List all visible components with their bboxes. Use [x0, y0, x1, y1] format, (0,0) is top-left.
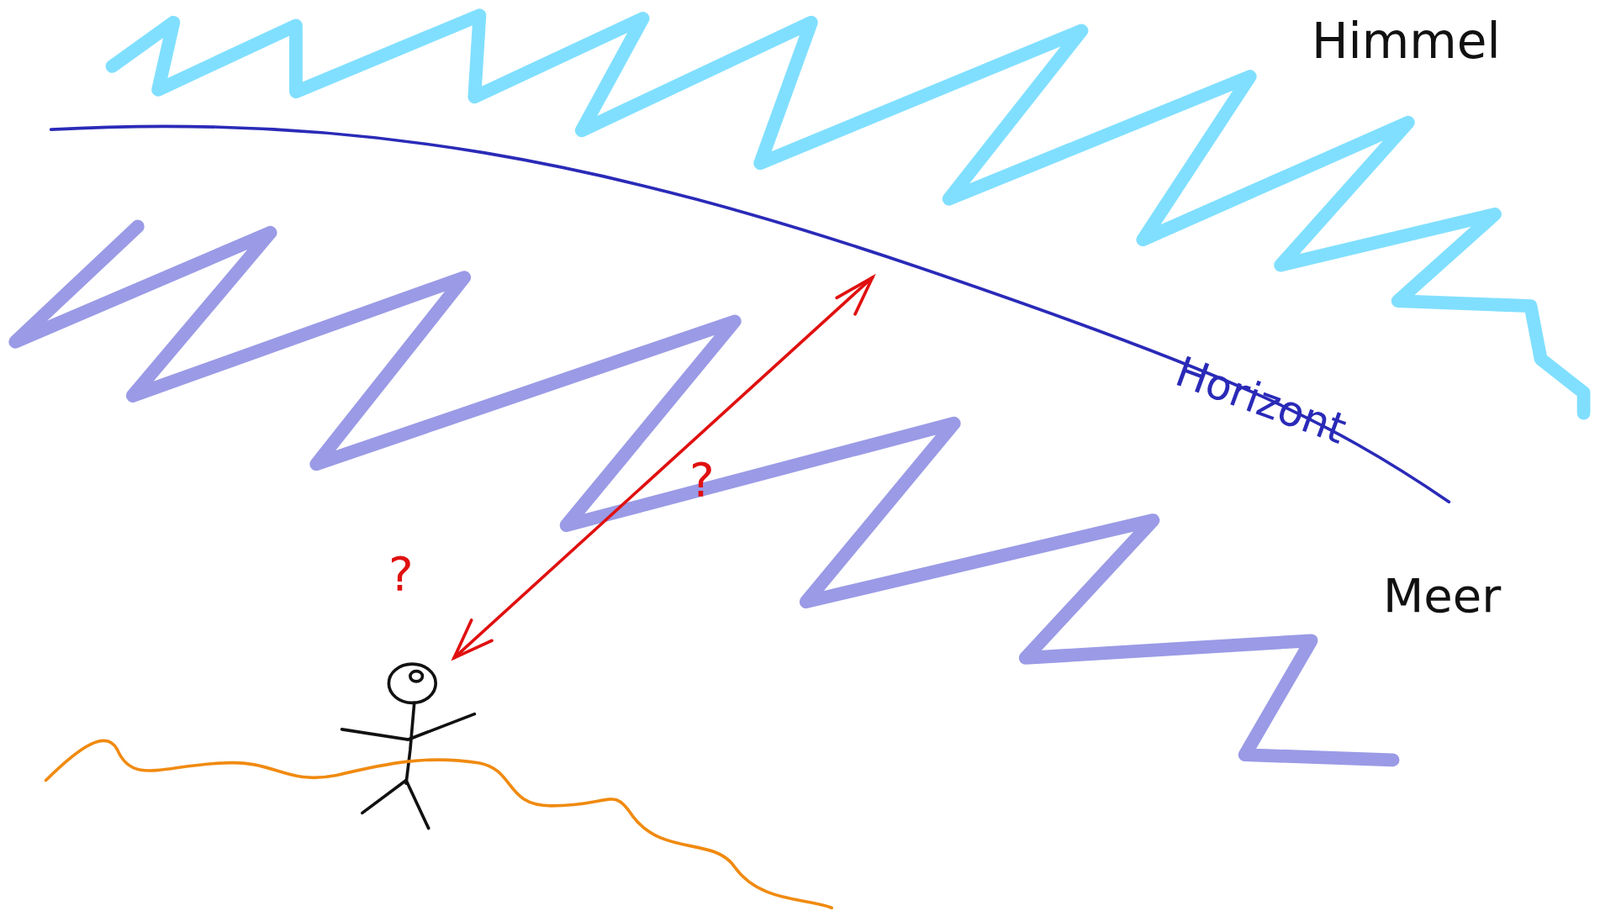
horizon-line	[51, 126, 1450, 502]
horizon-label: Horizont	[1169, 348, 1352, 454]
sky-scribble	[112, 15, 1585, 413]
question-arrow	[454, 277, 873, 659]
sky-label: Himmel	[1311, 15, 1501, 69]
ground-line	[46, 740, 833, 909]
stick-figure	[342, 664, 476, 829]
sea-scribble	[15, 226, 1393, 761]
question-mark: ?	[388, 548, 414, 601]
question-mark: ?	[689, 454, 715, 507]
sea-label: Meer	[1383, 570, 1501, 623]
